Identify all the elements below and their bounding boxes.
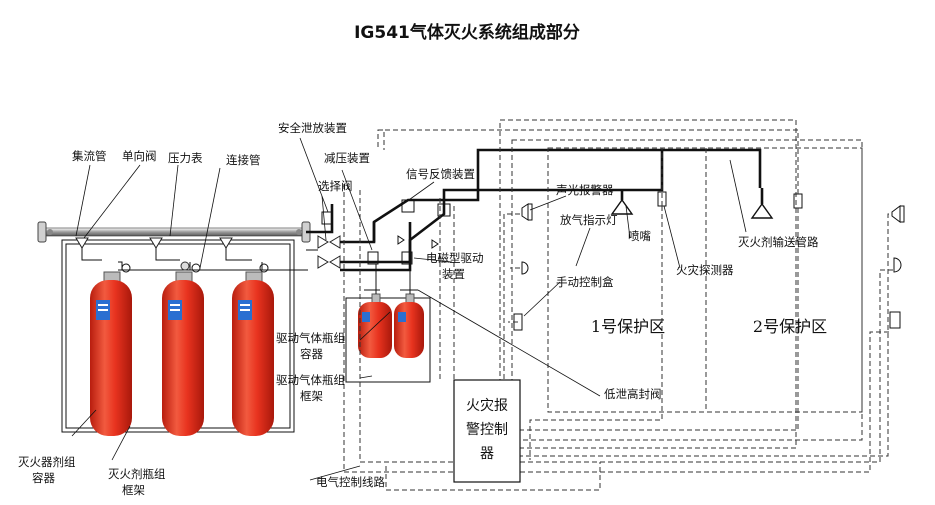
label-drive-frame-2: 框架 bbox=[300, 389, 323, 403]
fire-alarm-controller bbox=[453, 379, 521, 483]
label-pressure-reducer: 减压装置 bbox=[324, 151, 370, 165]
label-solenoid-2: 装置 bbox=[442, 267, 465, 281]
label-electric-line: 电气控制线路 bbox=[316, 475, 385, 489]
label-connecting-pipe: 连接管 bbox=[226, 153, 261, 167]
check-valves bbox=[75, 237, 233, 249]
drive-frame bbox=[345, 297, 431, 383]
connecting-pipes bbox=[81, 248, 252, 261]
zone1-label: 1号保护区 bbox=[591, 317, 665, 336]
agent-cylinder-3 bbox=[232, 271, 274, 436]
fire-detector-zone2 bbox=[793, 193, 803, 209]
controller-label-1: 火灾报 bbox=[466, 397, 508, 414]
pressure-gauge bbox=[180, 261, 190, 271]
selector-valves bbox=[317, 235, 341, 269]
label-agent-frame-1: 灭火剂瓶组 bbox=[108, 467, 166, 481]
manifold-pipe bbox=[37, 221, 311, 243]
label-drive-cylinder-2: 容器 bbox=[300, 347, 323, 361]
label-nozzle: 喷嘴 bbox=[628, 229, 651, 243]
outer-zone-boundary bbox=[499, 119, 797, 449]
agent-cylinder-1 bbox=[90, 271, 132, 436]
alarm-zone1 bbox=[521, 203, 533, 221]
label-drive-frame-1: 驱动气体瓶组 bbox=[276, 373, 345, 387]
nozzle-zone2 bbox=[750, 202, 774, 219]
alarm-zone2 bbox=[891, 205, 905, 223]
controller-label-3: 器 bbox=[480, 446, 494, 462]
discharge-pipe-1 bbox=[408, 150, 664, 262]
label-pipe-network: 灭火剂输送管路 bbox=[738, 235, 819, 249]
electric-control-line bbox=[343, 184, 890, 473]
label-discharge-lamp: 放气指示灯 bbox=[560, 213, 618, 227]
label-agent-frame-2: 框架 bbox=[122, 483, 145, 497]
label-manifold: 集流管 bbox=[72, 149, 107, 163]
label-check-valve: 单向阀 bbox=[122, 149, 157, 163]
manual-box-zone2 bbox=[889, 311, 901, 329]
page-title: IG541气体灭火系统组成部分 bbox=[354, 22, 580, 43]
label-safety-relief: 安全泄放装置 bbox=[278, 121, 347, 135]
label-signal-feedback: 信号反馈装置 bbox=[406, 167, 475, 181]
label-detector: 火灾探测器 bbox=[676, 263, 734, 277]
pressure-reducer bbox=[367, 251, 379, 265]
zone2-label: 2号保护区 bbox=[753, 317, 827, 336]
label-agent-cylinder-2: 容器 bbox=[32, 471, 55, 485]
zone-boundary bbox=[547, 147, 863, 413]
label-alarm: 声光报警器 bbox=[556, 183, 614, 197]
label-low-leak-valve: 低泄高封阀 bbox=[604, 387, 662, 401]
discharge-pipe-2 bbox=[372, 148, 762, 242]
discharge-lamp-zone1 bbox=[521, 261, 529, 275]
leader-lines bbox=[71, 137, 747, 481]
discharge-lamp-zone2 bbox=[893, 257, 902, 273]
label-agent-cylinder-1: 灭火器剂组 bbox=[18, 455, 76, 469]
label-solenoid-1: 电磁型驱动 bbox=[426, 251, 484, 265]
agent-cylinder-2 bbox=[162, 271, 204, 436]
label-selector-valve: 选择阀 bbox=[318, 179, 353, 193]
nozzle-zone1 bbox=[610, 198, 634, 215]
drive-cylinder-1 bbox=[358, 293, 392, 358]
label-manual-box: 手动控制盒 bbox=[556, 275, 614, 289]
label-drive-cylinder-1: 驱动气体瓶组 bbox=[276, 331, 345, 345]
controller-label-2: 警控制 bbox=[466, 422, 508, 438]
label-pressure-gauge: 压力表 bbox=[168, 151, 203, 165]
safety-relief-device bbox=[321, 211, 333, 225]
drive-cylinder-2 bbox=[394, 293, 424, 358]
